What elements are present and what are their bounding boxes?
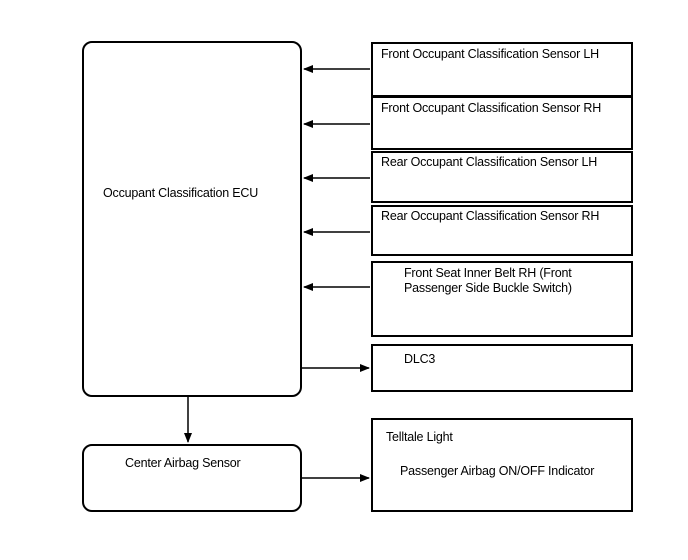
- front-occupant-sensor-lh-label: Front Occupant Classification Sensor LH: [381, 47, 599, 61]
- ecu-label: Occupant Classification ECU: [103, 186, 259, 200]
- passenger-airbag-indicator-label: Passenger Airbag ON/OFF Indicator: [400, 464, 595, 478]
- dlc3-label: DLC3: [404, 352, 436, 366]
- front-occupant-sensor-lh-box: Front Occupant Classification Sensor LH: [371, 42, 633, 97]
- rear-occupant-sensor-rh-label: Rear Occupant Classification Sensor RH: [381, 209, 600, 223]
- front-seat-inner-belt-rh-label-line2: Passenger Side Buckle Switch): [404, 281, 572, 295]
- front-seat-inner-belt-rh-box: Front Seat Inner Belt RH (Front Passenge…: [371, 261, 633, 337]
- front-seat-inner-belt-rh-label-line1: Front Seat Inner Belt RH (Front: [404, 266, 572, 280]
- dlc3-box: DLC3: [371, 344, 633, 392]
- center-airbag-sensor-box: Center Airbag Sensor: [82, 444, 302, 512]
- front-occupant-sensor-rh-label: Front Occupant Classification Sensor RH: [381, 101, 602, 115]
- rear-occupant-sensor-lh-box: Rear Occupant Classification Sensor LH: [371, 151, 633, 203]
- center-airbag-sensor-label: Center Airbag Sensor: [125, 456, 241, 470]
- telltale-light-title: Telltale Light: [386, 430, 453, 444]
- rear-occupant-sensor-lh-label: Rear Occupant Classification Sensor LH: [381, 155, 598, 169]
- front-occupant-sensor-rh-box: Front Occupant Classification Sensor RH: [371, 96, 633, 150]
- ecu-box: Occupant Classification ECU: [82, 41, 302, 397]
- telltale-light-box: Telltale Light Passenger Airbag ON/OFF I…: [371, 418, 633, 512]
- rear-occupant-sensor-rh-box: Rear Occupant Classification Sensor RH: [371, 205, 633, 256]
